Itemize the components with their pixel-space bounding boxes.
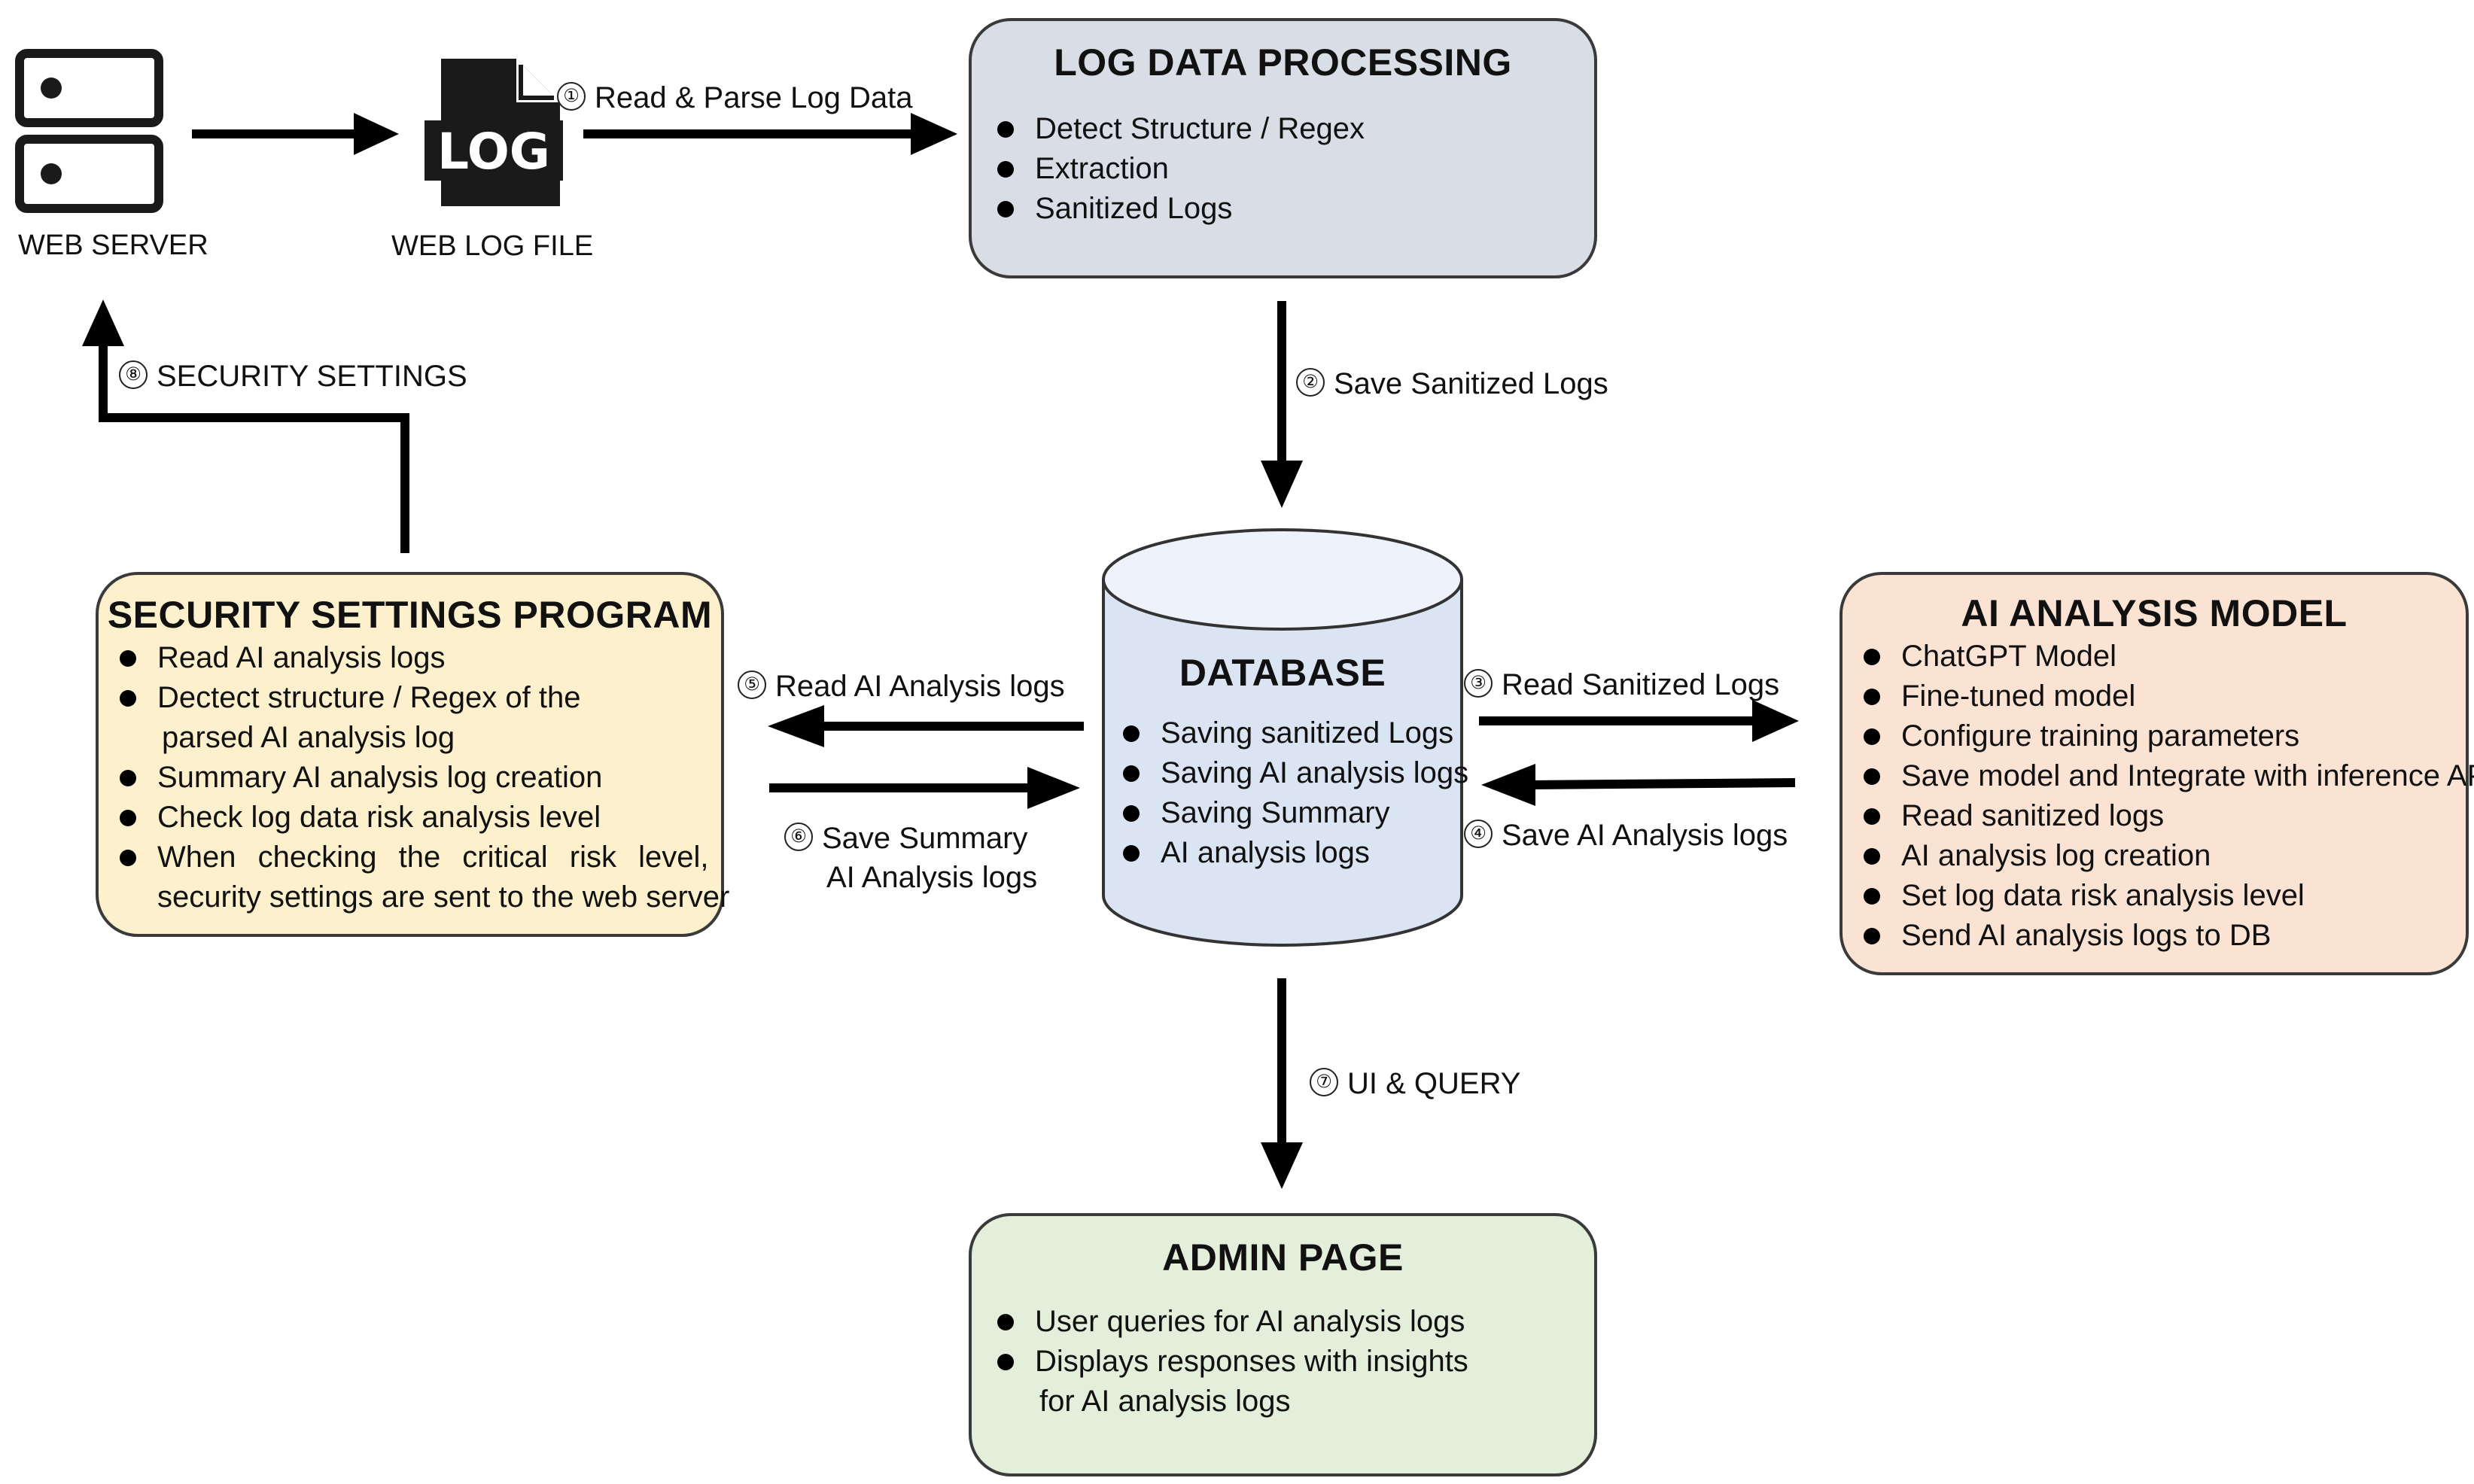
server-icon [15, 49, 163, 213]
log-processing-list: Detect Structure / Regex Extraction Sani… [993, 109, 1365, 229]
edge-3-label: ③ Read Sanitized Logs [1464, 668, 1779, 702]
list-item: Save model and Integrate with inference … [1859, 756, 2474, 796]
log-icon-text: LOG [437, 123, 550, 181]
security-program-title: SECURITY SETTINGS PROGRAM [107, 594, 713, 636]
edge-1-text: Read & Parse Log Data [595, 81, 913, 114]
web-server-label: WEB SERVER [18, 230, 208, 261]
arrow-edge-6 [769, 767, 1080, 809]
list-item: Sanitized Logs [993, 189, 1365, 229]
ai-model-title: AI ANALYSIS MODEL [1961, 592, 2348, 634]
database-title: DATABASE [1179, 652, 1386, 694]
edge-7-text: UI & QUERY [1347, 1067, 1521, 1100]
edge-6-text-line2: AI Analysis logs [826, 861, 1038, 894]
list-item: Set log data risk analysis level [1859, 876, 2474, 916]
list-item: Saving sanitized Logs [1118, 713, 1468, 753]
admin-page-title: ADMIN PAGE [1162, 1236, 1404, 1279]
edge-4-label: ④ Save AI Analysis logs [1464, 819, 1788, 853]
ai-model-list: ChatGPT Model Fine-tuned model Configure… [1859, 637, 2474, 956]
admin-page-list: User queries for AI analysis logs Displa… [993, 1302, 1468, 1422]
edge-5-label: ⑤ Read AI Analysis logs [738, 670, 1065, 704]
list-item: ChatGPT Model [1859, 637, 2474, 677]
arrow-edge-7 [1261, 978, 1303, 1189]
arrow-edge-8 [82, 300, 409, 553]
web-log-file-label: WEB LOG FILE [391, 230, 594, 262]
list-item: Fine-tuned model [1859, 677, 2474, 716]
edge-6-label: ⑥ Save Summary AI Analysis logs [784, 819, 1037, 897]
log-file-icon: LOG [425, 59, 563, 206]
arrow-edge-1 [583, 113, 957, 155]
database-list: Saving sanitized Logs Saving AI analysis… [1118, 713, 1468, 873]
list-item: Saving AI analysis logs [1118, 753, 1468, 793]
arrow-edge-2 [1261, 301, 1303, 508]
edge-5-text: Read AI Analysis logs [775, 670, 1065, 703]
security-program-list: Read AI analysis logs Dectect structure … [115, 638, 729, 917]
list-item: Summary AI analysis log creation [115, 758, 695, 798]
edge-1-number: ① [557, 82, 586, 111]
edge-5-number: ⑤ [738, 671, 766, 700]
database-cylinder-icon [1102, 528, 1463, 947]
web-log-file-node: LOG WEB LOG FILE [391, 54, 617, 280]
list-item: Detect Structure / Regex [993, 109, 1365, 149]
list-item: Send AI analysis logs to DB [1859, 916, 2474, 956]
edge-6-text: Save Summary [822, 822, 1028, 855]
edge-6-number: ⑥ [784, 823, 813, 852]
edge-3-text: Read Sanitized Logs [1502, 668, 1780, 701]
list-item: Check log data risk analysis level [115, 798, 695, 838]
arrow-edge-4 [1481, 764, 1796, 806]
edge-4-text: Save AI Analysis logs [1502, 819, 1788, 852]
edge-8-label: ⑧ SECURITY SETTINGS [119, 360, 467, 394]
edge-3-number: ③ [1464, 669, 1493, 698]
list-item: When checking the critical risk level,se… [115, 838, 729, 917]
edge-7-number: ⑦ [1310, 1068, 1338, 1097]
log-processing-box: LOG DATA PROCESSING Detect Structure / R… [969, 18, 1597, 278]
log-processing-title: LOG DATA PROCESSING [1054, 41, 1512, 84]
edge-2-text: Save Sanitized Logs [1334, 367, 1608, 400]
ai-model-box: AI ANALYSIS MODEL ChatGPT Model Fine-tun… [1840, 572, 2474, 975]
list-item: User queries for AI analysis logs [993, 1302, 1468, 1342]
list-item-continuation: AI analysis logs [1118, 833, 1468, 873]
list-item: Read AI analysis logs [115, 638, 695, 678]
arrow-edge-3 [1479, 700, 1799, 742]
edge-2-label: ② Save Sanitized Logs [1296, 367, 1608, 401]
edge-7-label: ⑦ UI & QUERY [1310, 1067, 1520, 1101]
edge-4-number: ④ [1464, 820, 1493, 849]
security-program-box: SECURITY SETTINGS PROGRAM Read AI analys… [96, 572, 729, 937]
list-item: Saving Summary [1118, 793, 1468, 833]
admin-page-box: ADMIN PAGE User queries for AI analysis … [969, 1213, 1597, 1476]
web-server-node: WEB SERVER [15, 49, 208, 275]
edge-8-number: ⑧ [119, 360, 148, 390]
edge-1-label: ① Read & Parse Log Data [557, 81, 912, 115]
list-item: Read sanitized logs [1859, 796, 2474, 836]
list-item: Extraction [993, 149, 1365, 189]
list-item: Configure training parameters [1859, 716, 2474, 756]
edge-2-number: ② [1296, 368, 1325, 397]
database-node: DATABASE Saving sanitized Logs Saving AI… [1100, 527, 1468, 956]
edge-8-text: SECURITY SETTINGS [157, 360, 467, 393]
arrow-server-to-logfile [192, 113, 399, 155]
arrow-edge-5 [768, 705, 1084, 747]
list-item: AI analysis log creation [1859, 836, 2474, 876]
